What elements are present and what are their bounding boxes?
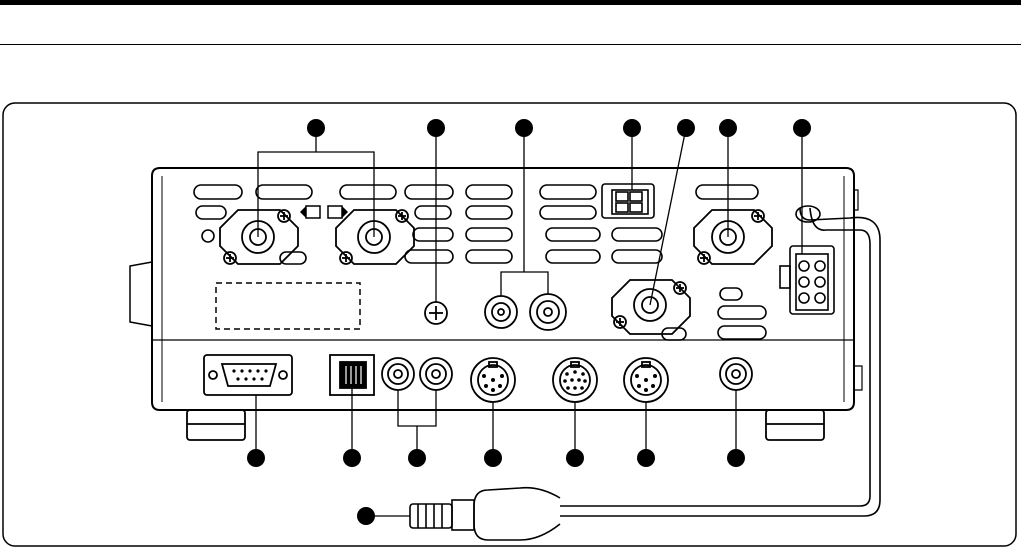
callout-bottom-7 [727,449,745,467]
callout-top-2 [427,119,445,137]
rca-jacks-pair [382,358,452,390]
callout-top-7 [793,119,811,137]
callout-cable [357,507,375,525]
serial-d-sub-connector [204,355,292,395]
callout-top-5 [677,119,695,137]
din-socket-3 [624,358,668,402]
rca-jacks-center [485,294,566,330]
dc-power-connector [780,246,834,314]
callout-markers [247,119,811,525]
rca-jack-right [720,358,752,390]
left-arrow-icon [300,206,320,218]
right-arrow-icon [328,206,348,218]
callout-bottom-1 [247,449,265,467]
callout-bottom-2 [343,449,361,467]
feet [187,410,824,440]
ground-terminal [425,302,447,324]
callout-top-3 [515,119,533,137]
vent-slots [194,185,766,340]
callout-top-1 [307,119,325,137]
small-power-connector [602,184,654,218]
callout-top-4 [623,119,641,137]
callout-bottom-4 [484,449,502,467]
callout-top-6 [719,119,737,137]
callout-bottom-3 [408,449,426,467]
leader-lines [256,128,802,516]
callout-bottom-6 [637,449,655,467]
antenna-connector-3 [694,210,772,264]
din-socket-1 [471,358,515,402]
antenna-connector-1 [220,210,298,264]
antenna-connector-2 [336,210,414,264]
antenna-connector-4 [612,280,690,334]
label-area [216,283,360,329]
din-socket-2 [553,358,597,402]
callout-bottom-5 [566,449,584,467]
